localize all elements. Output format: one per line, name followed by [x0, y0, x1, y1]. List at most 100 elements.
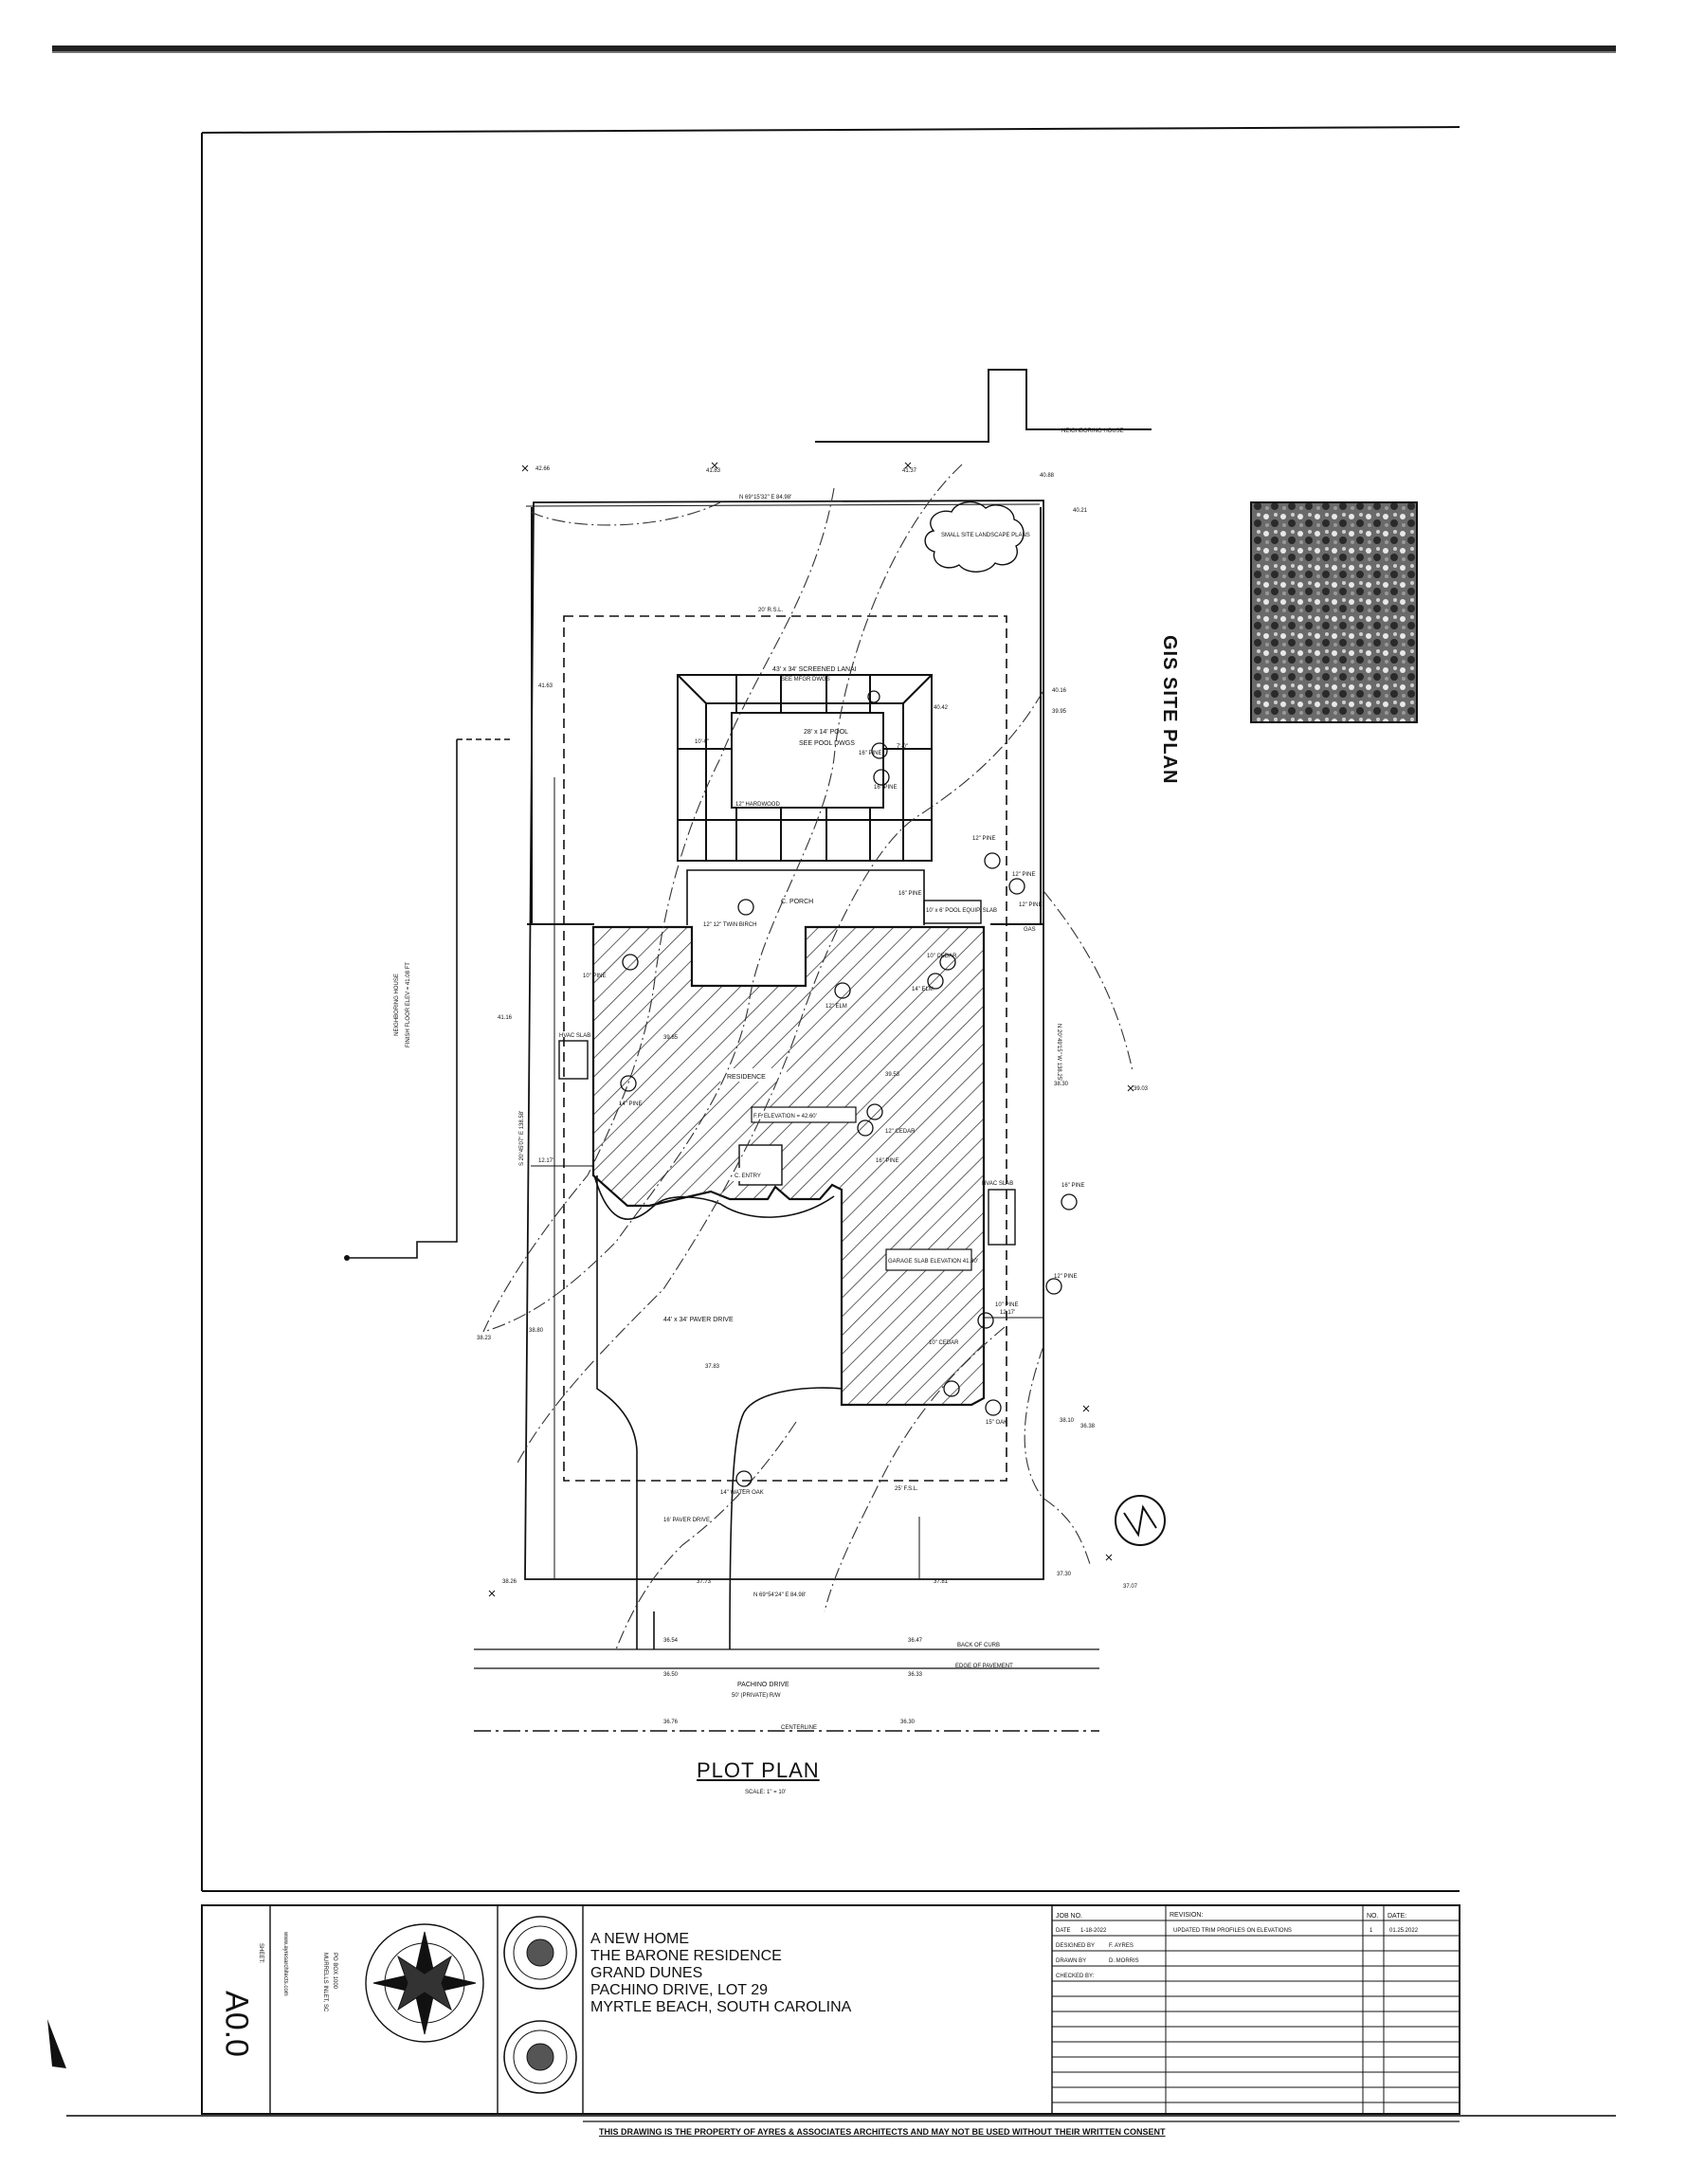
svg-text:16" PINE: 16" PINE — [1061, 1183, 1084, 1189]
property-boundary — [524, 500, 1044, 1580]
svg-text:15" OAK: 15" OAK — [986, 1420, 1007, 1426]
svg-text:MURRELLS INLET, SC: MURRELLS INLET, SC — [322, 1953, 328, 2012]
pool — [731, 712, 884, 809]
svg-text:10" CEDAR: 10" CEDAR — [929, 1340, 959, 1346]
svg-text:N 69°15'32" E 84.98': N 69°15'32" E 84.98' — [739, 495, 791, 500]
neighbor-house-left — [347, 738, 512, 1259]
svg-text:40.21: 40.21 — [1073, 508, 1088, 514]
svg-text:16" PINE: 16" PINE — [859, 751, 881, 756]
hvac-slab-left — [558, 1040, 589, 1080]
spot-elevations: 42.66 41.83 41.37 40.88 40.21 41.63 40.4… — [477, 466, 1149, 1725]
svg-text:39.95: 39.95 — [1052, 709, 1067, 715]
svg-text:10'-0": 10'-0" — [695, 739, 709, 745]
lanai-label: 43' x 34' SCREENED LANAI — [772, 666, 857, 673]
svg-text:N 20°49'15" W 138.25': N 20°49'15" W 138.25' — [1056, 1024, 1061, 1081]
svg-text:41.16: 41.16 — [498, 1015, 513, 1021]
svg-text:JOB NO.: JOB NO. — [1056, 1913, 1082, 1920]
svg-text:42.66: 42.66 — [535, 466, 551, 472]
svg-text:GAS: GAS — [1024, 927, 1036, 933]
svg-text:14" PINE: 14" PINE — [619, 1101, 642, 1107]
svg-text:DESIGNED BY: DESIGNED BY — [1056, 1943, 1095, 1949]
dimension-lines — [531, 777, 1043, 1579]
svg-text:14" WATER OAK: 14" WATER OAK — [720, 1490, 764, 1496]
svg-text:37.81: 37.81 — [934, 1579, 949, 1585]
svg-text:DATE: DATE — [1056, 1928, 1071, 1934]
svg-text:10" CEDAR: 10" CEDAR — [927, 954, 957, 959]
svg-text:12" ELM: 12" ELM — [825, 1004, 847, 1010]
svg-text:CHECKED BY:: CHECKED BY: — [1056, 1974, 1095, 1979]
svg-text:38.26: 38.26 — [502, 1579, 517, 1585]
svg-text:36.76: 36.76 — [663, 1720, 679, 1725]
pachino-drive — [474, 1648, 1099, 1732]
svg-text:40.42: 40.42 — [934, 705, 949, 711]
svg-text:39.03: 39.03 — [1134, 1086, 1149, 1092]
porch-label: C. PORCH — [781, 899, 813, 905]
svg-text:39.85: 39.85 — [663, 1035, 679, 1041]
svg-text:37.73: 37.73 — [697, 1579, 712, 1585]
svg-text:16" PINE: 16" PINE — [874, 785, 897, 791]
paver-drive-label: 44' x 34' PAVER DRIVE — [663, 1317, 734, 1323]
drawing-frame — [201, 126, 1460, 1892]
project-line: MYRTLE BEACH, SOUTH CAROLINA — [590, 1999, 852, 2015]
svg-text:UPDATED TRIM PROFILES ON ELEVA: UPDATED TRIM PROFILES ON ELEVATIONS — [1173, 1928, 1292, 1934]
project-line: A NEW HOME — [590, 1931, 690, 1947]
svg-text:NO.: NO. — [1367, 1913, 1379, 1920]
plot-plan-title: PLOT PLAN — [697, 1758, 820, 1782]
neighbor-left-label: NEIGHBORING HOUSE — [394, 974, 400, 1036]
paver-drive2-label: 16' PAVER DRIVE — [663, 1518, 710, 1523]
gis-photo — [1250, 501, 1418, 723]
svg-text:10" PINE: 10" PINE — [583, 974, 606, 979]
svg-text:12" 12" TWIN BIRCH: 12" 12" TWIN BIRCH — [703, 922, 757, 928]
landscape-cloud — [924, 501, 1025, 573]
north-arrow-icon — [1115, 1495, 1166, 1546]
neighbor-top-label: NEIGHBORING HOUSE — [1061, 428, 1124, 434]
svg-text:01.25.2022: 01.25.2022 — [1389, 1928, 1419, 1934]
architect-seal-bottom — [503, 2020, 577, 2094]
svg-text:12.17': 12.17' — [1000, 1310, 1015, 1316]
pool-ref: SEE POOL DWGS — [799, 740, 855, 747]
svg-text:36.30: 36.30 — [900, 1720, 916, 1725]
svg-text:50' (PRIVATE) R/W: 50' (PRIVATE) R/W — [732, 1693, 781, 1699]
ff-elevation-label: F.F. ELEVATION = 42.60' — [753, 1114, 817, 1119]
svg-text:38.80: 38.80 — [529, 1328, 544, 1334]
svg-text:37.07: 37.07 — [1123, 1584, 1138, 1590]
svg-text:37.83: 37.83 — [705, 1364, 720, 1370]
setback-rear-label: 20' R.S.L. — [758, 608, 783, 613]
svg-text:N 69°54'24" E 84.98': N 69°54'24" E 84.98' — [753, 1592, 806, 1598]
trees — [620, 690, 1078, 1487]
svg-text:10' x 6' POOL EQUIP. SLAB: 10' x 6' POOL EQUIP. SLAB — [926, 908, 997, 914]
svg-text:40.88: 40.88 — [1040, 473, 1055, 479]
svg-text:1-18-2022: 1-18-2022 — [1080, 1928, 1107, 1934]
project-line: PACHINO DRIVE, LOT 29 — [590, 1982, 769, 1998]
pool-equipment-slab — [923, 900, 982, 924]
svg-text:REVISION:: REVISION: — [1170, 1912, 1203, 1919]
entry-label: C. ENTRY — [735, 1174, 761, 1179]
project-info: A NEW HOME THE BARONE RESIDENCE GRAND DU… — [590, 1931, 1045, 2016]
svg-text:12" PINE: 12" PINE — [1012, 872, 1035, 878]
svg-text:12" PINE: 12" PINE — [972, 836, 995, 842]
setback-front-label: 25' F.S.L. — [895, 1486, 918, 1492]
hvac-slab-right — [988, 1189, 1016, 1246]
svg-text:PO BOX 1000: PO BOX 1000 — [332, 1953, 337, 1990]
svg-text:10" PINE: 10" PINE — [995, 1302, 1018, 1308]
site-fence — [527, 507, 1043, 925]
setback-line — [563, 615, 1007, 1482]
svg-text:HVAC SLAB: HVAC SLAB — [982, 1181, 1013, 1187]
plot-plan-scale: SCALE: 1" = 10' — [745, 1790, 787, 1795]
residence-label: RESIDENCE — [727, 1074, 766, 1081]
hardwood-label: 12" HARDWOOD — [735, 802, 780, 808]
svg-text:7'-0": 7'-0" — [897, 744, 908, 750]
pool-label: 28' x 14' POOL — [804, 729, 848, 736]
svg-text:12" PINE: 12" PINE — [1054, 1274, 1077, 1280]
svg-text:DRAWN BY: DRAWN BY — [1056, 1958, 1086, 1964]
consent-notice: THIS DRAWING IS THE PROPERTY OF AYRES & … — [599, 2127, 1166, 2137]
svg-text:1: 1 — [1370, 1928, 1373, 1934]
project-line: THE BARONE RESIDENCE — [590, 1948, 782, 1964]
svg-text:HVAC SLAB: HVAC SLAB — [559, 1033, 590, 1039]
svg-text:39.53: 39.53 — [885, 1072, 900, 1078]
svg-text:36.33: 36.33 — [908, 1672, 923, 1678]
svg-text:37.30: 37.30 — [1057, 1572, 1072, 1577]
svg-text:14" ELM: 14" ELM — [912, 987, 934, 992]
svg-text:DATE:: DATE: — [1388, 1913, 1406, 1920]
